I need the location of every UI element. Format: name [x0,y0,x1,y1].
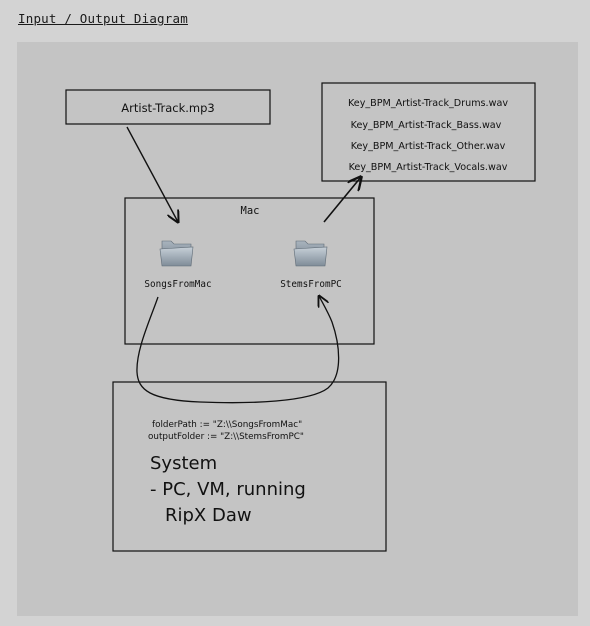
output-file-drums: Key_BPM_Artist-Track_Drums.wav [348,98,508,109]
loop-path-songs-to-system-to-stems [136,296,340,404]
arrow-stems-to-outputs [323,177,361,223]
folder-songs-from-mac[interactable]: SongsFromMac [144,240,212,290]
input-file-box[interactable]: Artist-Track.mp3 [65,89,271,125]
output-file-bass: Key_BPM_Artist-Track_Bass.wav [351,120,502,131]
folder-icon [293,240,328,267]
code-folder-path: folderPath := "Z:\\SongsFromMac" [152,420,302,430]
input-file-label: Artist-Track.mp3 [121,101,214,115]
system-detail-line2: RipX Daw [165,505,252,526]
output-file-vocals: Key_BPM_Artist-Track_Vocals.wav [349,162,508,173]
arrow-input-to-songs [126,126,178,222]
folder-songs-label: SongsFromMac [144,279,211,290]
diagram-canvas [17,42,578,616]
page-title: Input / Output Diagram [18,11,188,26]
folder-stems-from-pc[interactable]: StemsFromPC [280,240,342,290]
output-files-box[interactable]: Key_BPM_Artist-Track_Drums.wav Key_BPM_A… [321,82,536,182]
system-box[interactable]: folderPath := "Z:\\SongsFromMac" outputF… [112,381,387,552]
output-file-other: Key_BPM_Artist-Track_Other.wav [351,141,506,152]
system-title: System [150,453,217,474]
mac-box[interactable]: Mac [124,197,375,345]
system-detail-line1: - PC, VM, running [150,479,306,500]
mac-label: Mac [241,205,260,217]
folder-stems-label: StemsFromPC [280,279,342,290]
code-output-folder: outputFolder := "Z:\\StemsFromPC" [148,432,304,442]
folder-icon [159,240,194,267]
